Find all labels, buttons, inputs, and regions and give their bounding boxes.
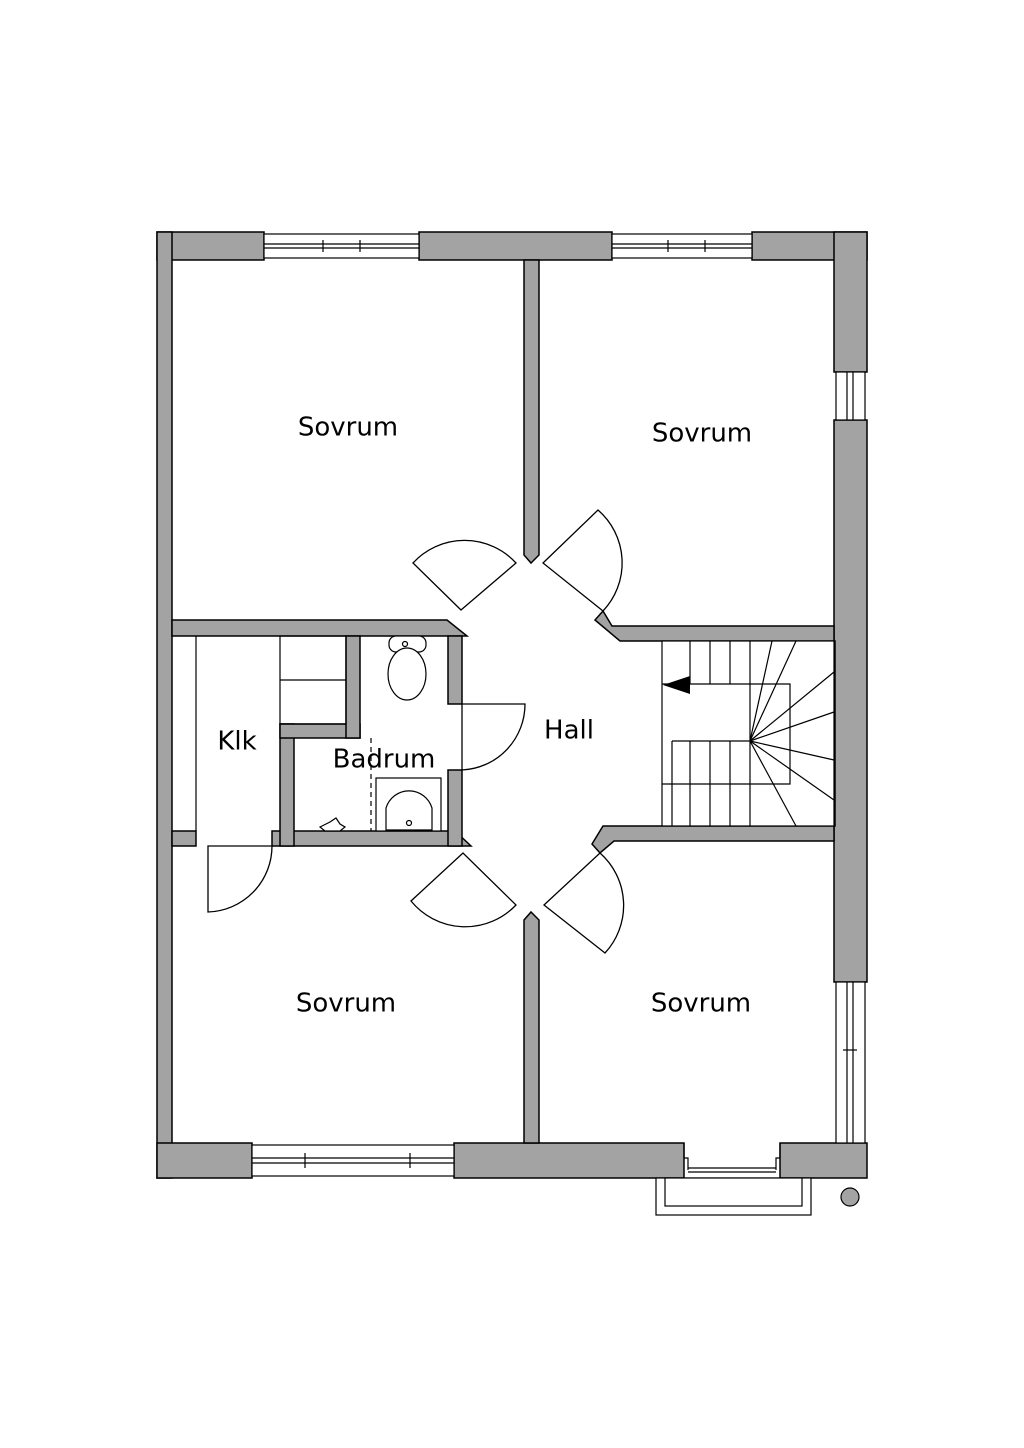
balcony — [655, 1143, 812, 1216]
outer-walls — [156, 231, 868, 1179]
bathroom-fixtures — [318, 635, 442, 832]
room-label-closet: Klk — [217, 727, 256, 757]
room-label-bedroom-top-right: Sovrum — [652, 419, 752, 449]
closet-shelves — [195, 635, 347, 831]
door-swing — [412, 539, 517, 611]
room-label-bedroom-bottom-right: Sovrum — [651, 989, 751, 1019]
stair-direction-arrow-icon — [663, 676, 690, 694]
door-swing — [207, 845, 273, 913]
room-label-hall: Hall — [544, 716, 594, 746]
toilet-icon — [387, 647, 427, 701]
door-swing — [542, 509, 623, 612]
door-swing — [410, 852, 517, 928]
room-label-bedroom-bottom-left: Sovrum — [296, 989, 396, 1019]
staircase — [661, 640, 835, 827]
room-label-bathroom: Badrum — [333, 745, 436, 775]
downpipe-icon — [840, 1187, 860, 1207]
door-swing — [543, 852, 625, 954]
room-label-bedroom-top-left: Sovrum — [298, 413, 398, 443]
doors — [207, 509, 625, 954]
tap-icon — [318, 817, 347, 832]
door-swing — [461, 703, 526, 771]
windows — [251, 233, 866, 1177]
sink-icon — [385, 790, 433, 831]
